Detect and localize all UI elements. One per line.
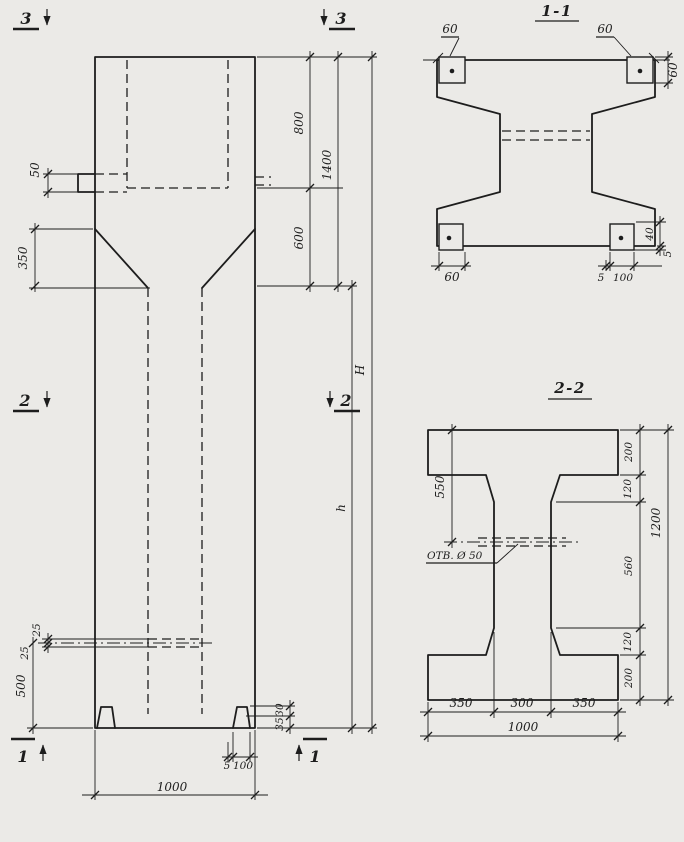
dim-right-60: 60 xyxy=(666,62,680,78)
dim-upper-1400: 1400 xyxy=(320,149,334,180)
section-2-2-ticks xyxy=(423,425,673,741)
dim-side-40: 40 xyxy=(644,227,656,242)
dim-bottom-1000: 1000 xyxy=(508,720,539,734)
dim-foot-30: 30 xyxy=(274,703,286,717)
dim-total-H: H xyxy=(353,364,367,376)
dim-br-100: 100 xyxy=(613,272,633,284)
dim-lower-h: h xyxy=(334,504,348,512)
section-2-2-hole xyxy=(478,537,566,547)
section-2-2-title: 2-2 xyxy=(553,379,586,397)
weld-marks xyxy=(423,52,670,64)
ledge-left xyxy=(77,173,96,193)
dim-side-5: 5 xyxy=(662,250,674,257)
dim-bottom-350a: 350 xyxy=(450,696,473,710)
section-1-1-ticks xyxy=(434,52,673,271)
section-2-2-view: 2-2 550 200 120 560 120 200 1200 ОТВ. Ø … xyxy=(420,379,674,742)
dim-web-560: 560 xyxy=(623,556,635,576)
elevation-view: 50 350 25 25 500 800 1400 600 H h 30 35 … xyxy=(11,9,377,800)
dim-hole-25b: 25 xyxy=(19,646,31,661)
dim-flange-200-bottom: 200 xyxy=(623,668,635,689)
section-1-1-title: 1-1 xyxy=(541,2,573,20)
dim-hole-25a: 25 xyxy=(31,623,43,638)
column-feet xyxy=(96,706,251,729)
dim-haunch-120-bottom: 120 xyxy=(622,632,634,652)
section-mark-1-left: 1 xyxy=(11,737,47,766)
mark-label: 2 xyxy=(339,391,351,410)
section-2-2-dim-lines xyxy=(420,424,674,742)
anchor-dot-tl xyxy=(449,68,455,74)
anchor-dot-br xyxy=(618,235,624,241)
dim-bottom-300: 300 xyxy=(511,696,534,710)
anchor-dot-bl xyxy=(446,235,452,241)
hidden-edges xyxy=(95,60,271,714)
dimension-ticks xyxy=(28,52,377,800)
dim-plate-tr-60: 60 xyxy=(597,22,613,36)
dim-haunch-120-top: 120 xyxy=(622,479,634,499)
mark-label: 3 xyxy=(335,9,346,28)
section-mark-2-right: 2 xyxy=(326,391,360,413)
dim-foot-35: 35 xyxy=(274,717,286,731)
dim-bottom-350b: 350 xyxy=(573,696,596,710)
dim-br-5: 5 xyxy=(598,272,605,284)
dim-plate-tl-60: 60 xyxy=(442,22,458,36)
anchor-dot-tr xyxy=(637,68,643,74)
extension-lines xyxy=(27,56,377,800)
dim-foot-5: 5 xyxy=(224,760,231,772)
dim-mid-600: 600 xyxy=(292,226,306,249)
mark-label: 2 xyxy=(18,391,30,410)
dim-width-1000: 1000 xyxy=(157,780,188,794)
mark-label: 1 xyxy=(17,747,28,766)
dim-top-800: 800 xyxy=(292,111,306,134)
dim-flange-200-top: 200 xyxy=(623,442,635,463)
dim-ledge-50: 50 xyxy=(28,162,42,178)
section-mark-3-right: 3 xyxy=(320,9,355,31)
section-mark-1-right: 1 xyxy=(295,737,327,766)
dim-left-550: 550 xyxy=(433,475,447,498)
dim-base-500: 500 xyxy=(14,674,28,697)
dim-height-1200: 1200 xyxy=(649,507,663,538)
section-2-2-outline xyxy=(427,429,619,701)
column-outline xyxy=(94,56,256,729)
mark-label: 1 xyxy=(309,747,320,766)
section-1-1-view: 1-1 60 60 60 60 5 100 40 5 xyxy=(423,2,680,284)
dim-foot-100: 100 xyxy=(233,760,253,772)
section-1-1-hole xyxy=(502,130,590,141)
section-mark-2-left: 2 xyxy=(13,391,51,413)
taper-edges xyxy=(94,228,256,289)
dim-taper-350: 350 xyxy=(16,246,30,269)
mark-label: 3 xyxy=(20,9,31,28)
hole-callout-label: ОТВ. Ø 50 xyxy=(427,550,483,562)
dim-plate-bl-60: 60 xyxy=(444,270,460,284)
section-1-1-outline xyxy=(436,59,656,247)
section-mark-3-left: 3 xyxy=(13,9,51,31)
